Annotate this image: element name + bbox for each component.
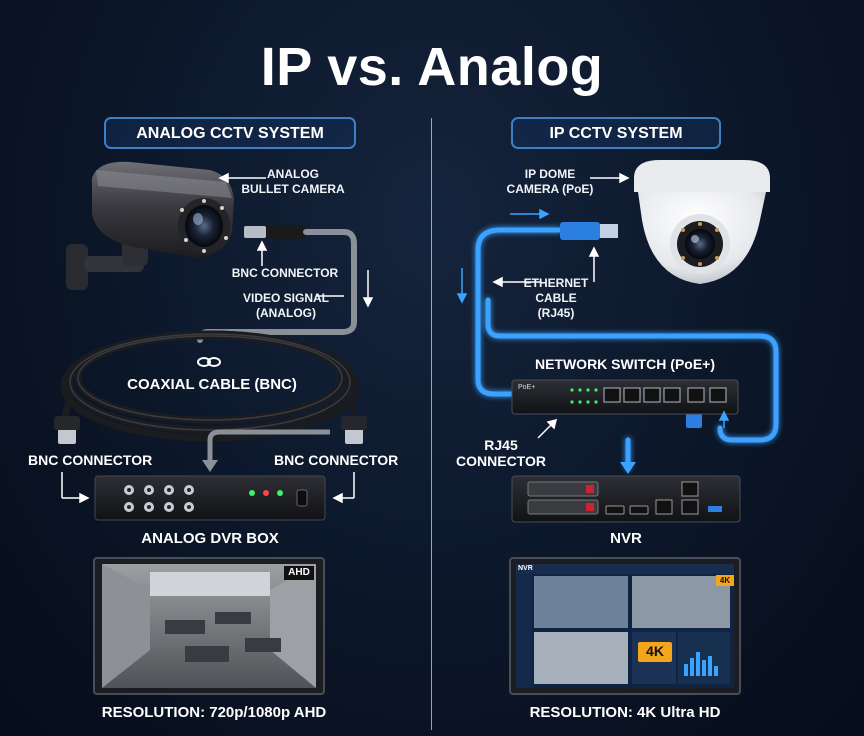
- ip-screen-badge: 4K: [716, 575, 734, 586]
- network-switch-label: NETWORK SWITCH (PoE+): [534, 356, 716, 372]
- analog-monitor: [93, 557, 325, 695]
- rj45-plug-top: [560, 222, 618, 240]
- bnc-connector-top: [244, 225, 306, 239]
- bnc-connector-top-label: BNC CONNECTOR: [231, 266, 339, 280]
- switch-badge: PoE+: [518, 384, 536, 391]
- ip-resolution: RESOLUTION: 4K Ultra HD: [529, 704, 721, 721]
- analog-resolution: RESOLUTION: 720p/1080p AHD: [101, 704, 327, 721]
- video-signal-cable: [197, 229, 357, 343]
- video-signal-label: VIDEO SIGNAL (ANALOG): [242, 291, 329, 320]
- bnc-connector-left-label: BNC CONNECTOR: [28, 452, 153, 468]
- link-icon: [197, 357, 221, 367]
- ip-monitor: [509, 557, 741, 695]
- page-title: IP vs. Analog: [260, 37, 604, 97]
- nvr-box: [511, 475, 741, 523]
- ip-screen-brand: NVR: [518, 565, 533, 572]
- bnc-connector-right-plug: [341, 416, 367, 444]
- analog-screen-badge: AHD: [284, 566, 314, 580]
- dvr-label: ANALOG DVR BOX: [141, 530, 279, 547]
- analog-camera-label: ANALOG BULLET CAMERA: [241, 167, 345, 196]
- bnc-connector-left-plug: [54, 416, 80, 444]
- bnc-connector-right-label: BNC CONNECTOR: [274, 452, 399, 468]
- coax-cable-label: COAXIAL CABLE (BNC): [127, 376, 297, 393]
- nvr-label: NVR: [610, 530, 642, 547]
- ip-dome-camera: [634, 160, 770, 284]
- analog-dvr-box: [94, 475, 326, 521]
- ip-section-label: IP CCTV SYSTEM: [511, 117, 721, 149]
- ip-screen-big-badge: 4K: [646, 643, 664, 659]
- analog-bullet-camera: [66, 161, 234, 290]
- center-divider: [431, 118, 432, 730]
- ethernet-cable-label: ETHERNET CABLE (RJ45): [523, 276, 589, 320]
- rj45-connector-label: RJ45 CONNECTOR: [456, 437, 546, 469]
- analog-section-label: ANALOG CCTV SYSTEM: [104, 117, 356, 149]
- ip-camera-label: IP DOME CAMERA (PoE): [506, 167, 594, 196]
- network-switch-device: [511, 379, 739, 415]
